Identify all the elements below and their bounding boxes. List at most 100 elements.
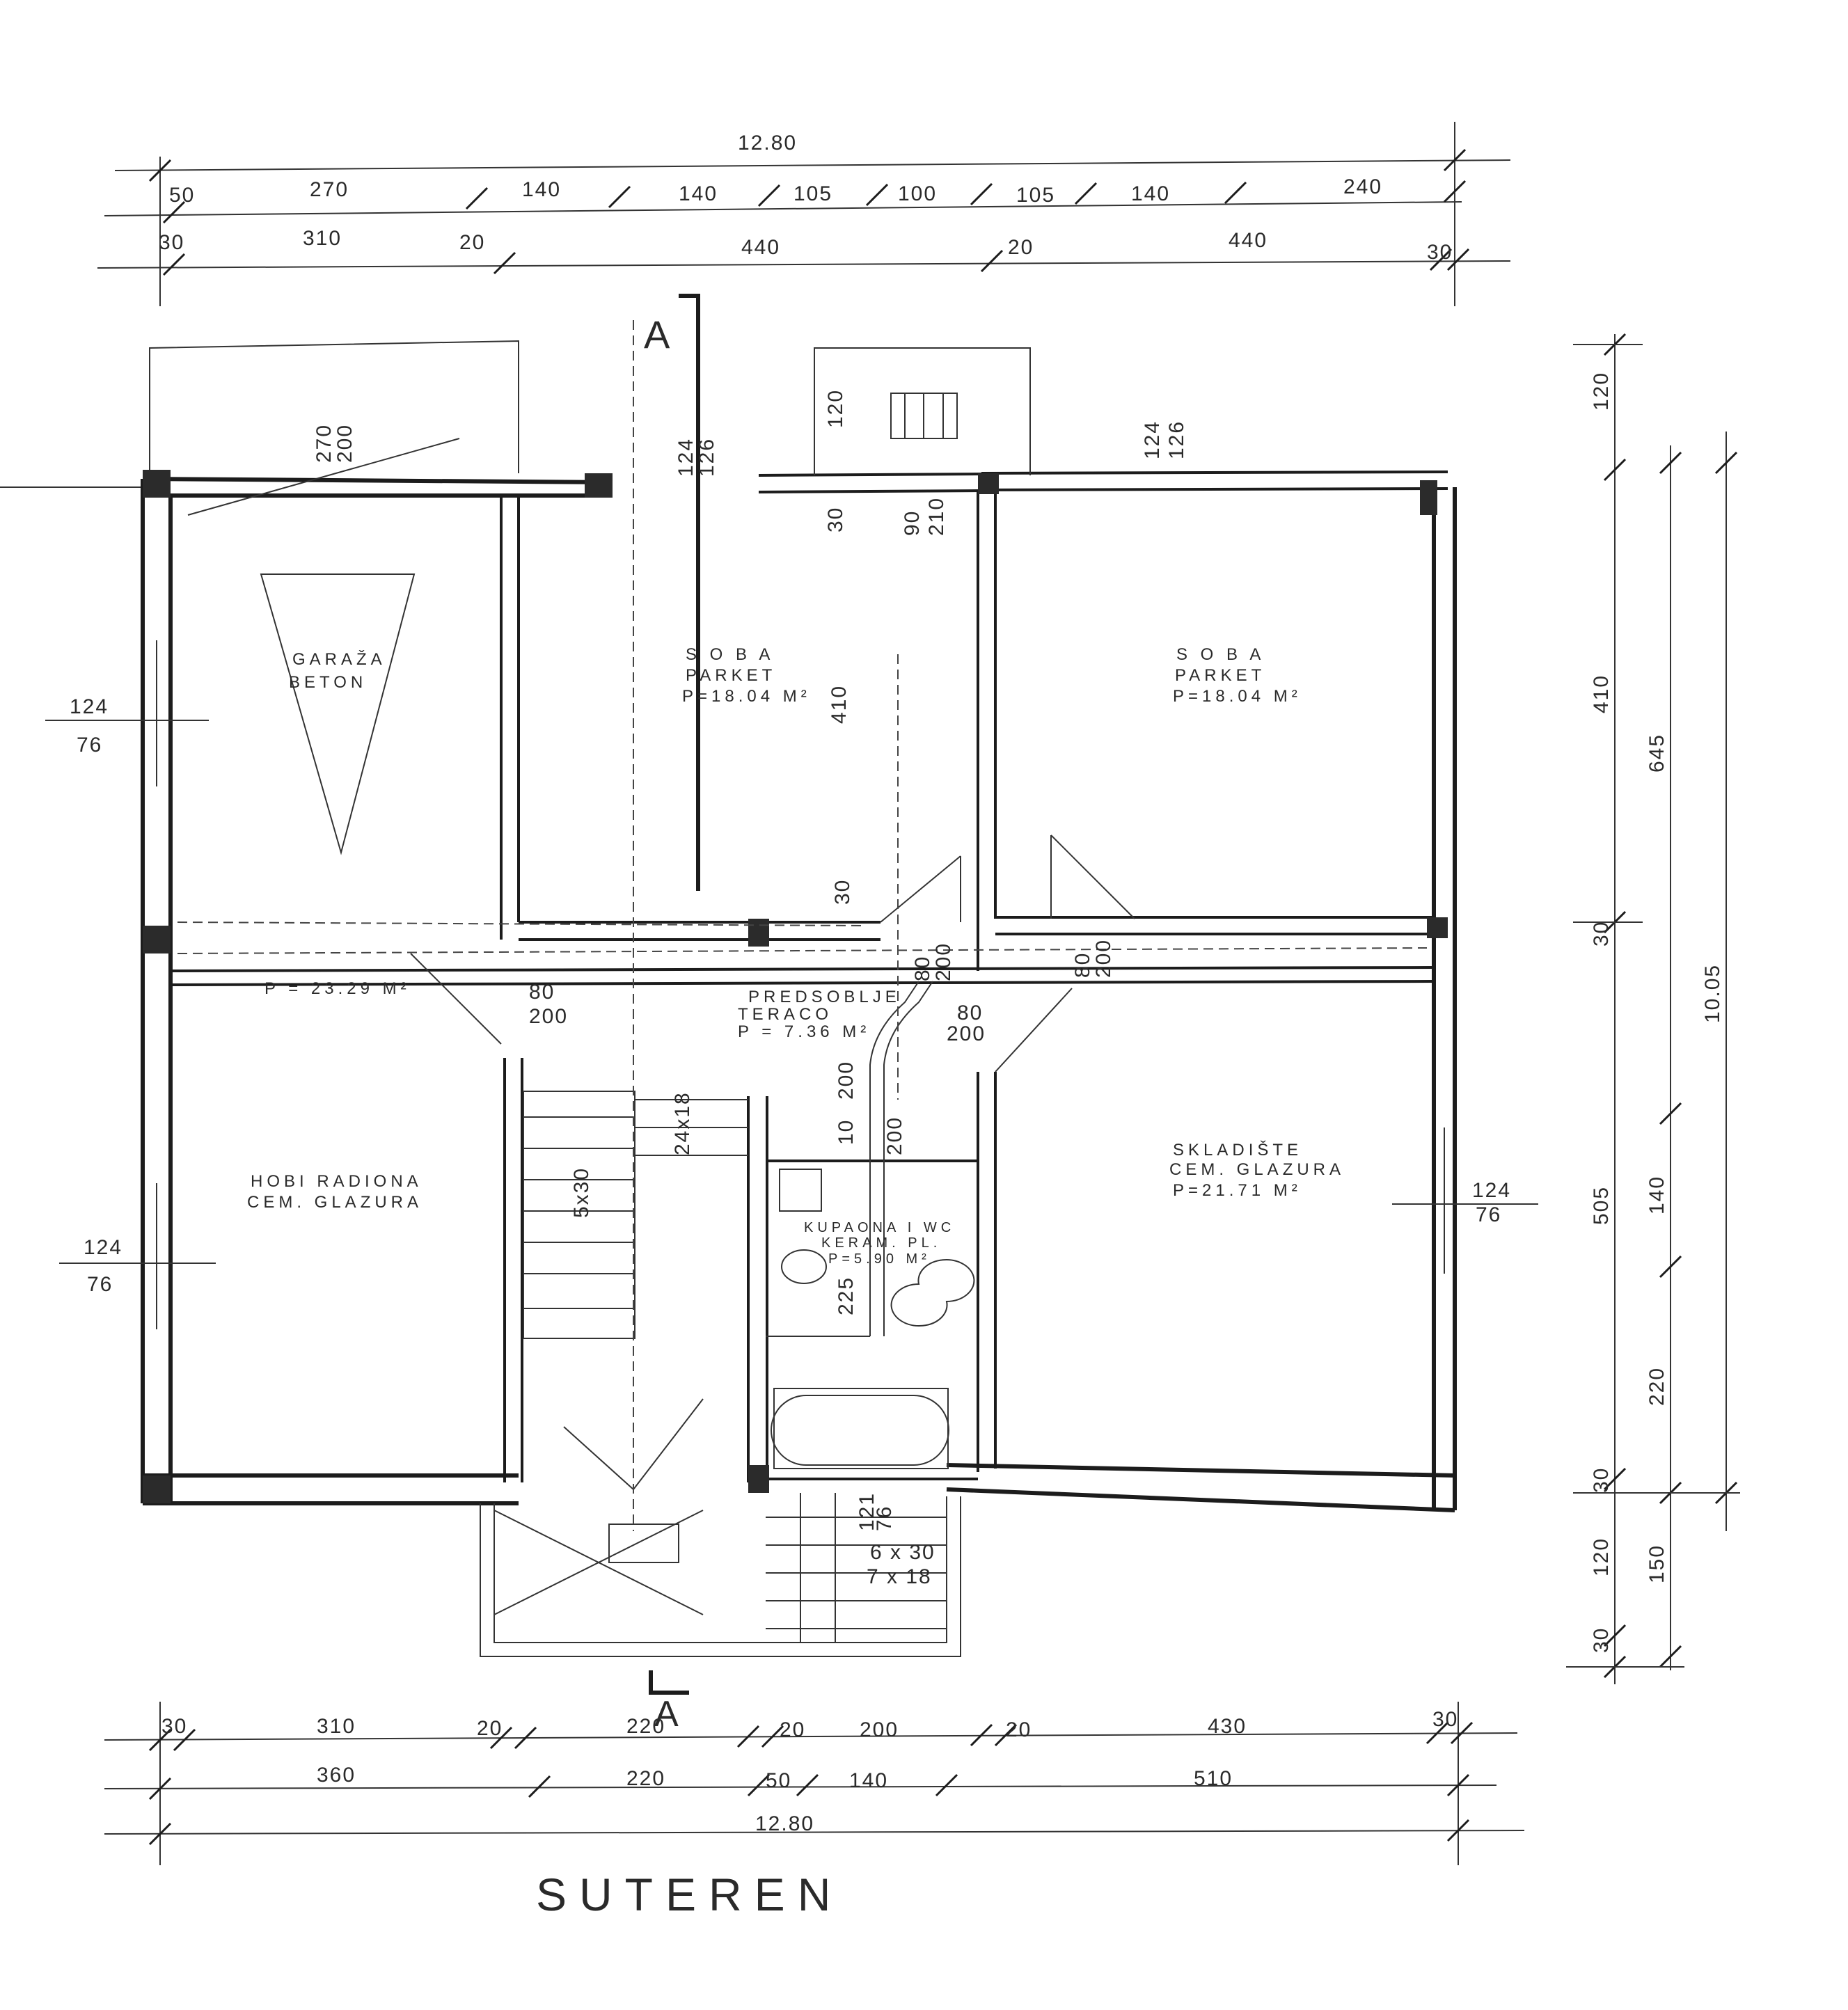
dim-label: 30 <box>1590 1467 1613 1493</box>
annotation: 126 <box>1165 420 1188 459</box>
annotation: 30 <box>824 507 847 532</box>
dim-label: 200 <box>860 1718 899 1741</box>
annotation: 10 <box>835 1119 858 1145</box>
toilet-icon <box>781 1249 827 1284</box>
section-marker-bottom: A <box>649 1670 689 1734</box>
annotation: 270 <box>313 424 335 463</box>
dim-label: 20 <box>477 1717 503 1740</box>
room-floor: KERAM. PL. <box>821 1235 941 1251</box>
annotation: 7 x 18 <box>867 1565 932 1588</box>
room-name: SKLADIŠTE <box>1173 1140 1302 1160</box>
dim-label: 430 <box>1208 1715 1247 1738</box>
tub-frame <box>773 1388 949 1469</box>
room-soba-left: S O B A PARKET P=18.04 M² <box>682 645 811 706</box>
annotation: 200 <box>1092 939 1115 978</box>
chimney-flue <box>869 981 919 1336</box>
room-predsoblje: PREDSOBLJE TERACO P = 7.36 M² <box>738 988 901 1041</box>
dim-label: 30 <box>1427 241 1453 264</box>
dim-label: 645 <box>1645 734 1668 773</box>
room-name: HOBI RADIONA <box>251 1172 422 1191</box>
dim-label: 30 <box>1432 1708 1458 1731</box>
chimney-flue-inner <box>883 981 933 1336</box>
room-name: GARAŽA <box>292 650 386 669</box>
annotation: 410 <box>828 685 851 724</box>
annotation: 80 <box>1071 952 1094 978</box>
annotation: 6 x 30 <box>870 1541 935 1564</box>
annotation: 80 <box>911 956 934 981</box>
annotation: 76 <box>77 734 102 757</box>
dim-label: 360 <box>317 1764 356 1787</box>
top-dim-row2: 30 310 20 440 20 440 30 <box>159 227 1453 264</box>
dim-label: 410 <box>1590 674 1613 713</box>
annotation: 5x30 <box>570 1167 593 1218</box>
dim-label: 140 <box>679 182 718 205</box>
annotation: 200 <box>835 1061 858 1100</box>
annotation: 200 <box>947 1022 986 1045</box>
annotation: 120 <box>824 389 847 428</box>
annotation: 76 <box>1476 1203 1501 1226</box>
dim-label: 30 <box>159 231 184 254</box>
dim-label: 510 <box>1194 1767 1233 1790</box>
room-hobi: HOBI RADIONA CEM. GLAZURA <box>247 1172 422 1212</box>
annotation: 124 <box>1141 420 1164 459</box>
dim-label: 310 <box>303 227 342 250</box>
section-label: A <box>654 1694 679 1734</box>
dim-label: 105 <box>793 182 832 205</box>
room-name: S O B A <box>686 645 774 664</box>
top-overall-dim: 12.80 <box>738 132 797 155</box>
dim-label: 140 <box>522 178 561 201</box>
dim-label: 20 <box>780 1718 805 1741</box>
dim-label: 140 <box>1131 182 1170 205</box>
room-area: P = 7.36 M² <box>738 1022 870 1041</box>
annotation: 24x18 <box>671 1091 694 1155</box>
dim-label: 505 <box>1590 1186 1613 1225</box>
dim-label: 220 <box>1645 1367 1668 1406</box>
bidet-icon <box>890 1259 975 1327</box>
dim-label: 140 <box>1645 1176 1668 1214</box>
section-marker-top: A <box>644 294 700 891</box>
bathtub-icon <box>771 1395 949 1466</box>
section-label: A <box>644 312 670 356</box>
dim-label: 220 <box>626 1715 665 1738</box>
annotations: 124 76 124 76 124 76 270 200 124 126 124… <box>70 389 1511 1588</box>
room-name: S O B A <box>1176 645 1265 664</box>
bottom-dim-row1: 30 310 20 220 20 200 20 430 30 <box>161 1708 1458 1741</box>
annotation: 225 <box>835 1276 858 1315</box>
dim-label: 120 <box>1590 372 1613 411</box>
room-name: PREDSOBLJE <box>748 988 901 1006</box>
room-area: P = 23.29 M² <box>264 979 411 998</box>
room-skladiste: SKLADIŠTE CEM. GLAZURA P=21.71 M² <box>1169 1140 1341 1200</box>
dim-label: 30 <box>1590 921 1613 947</box>
annotation: 200 <box>883 1116 906 1155</box>
annotation: 124 <box>1472 1179 1511 1202</box>
hidden-lines <box>177 320 1428 1531</box>
annotation: 126 <box>695 438 718 477</box>
room-floor: PARKET <box>686 666 776 685</box>
garage-ramp-symbol <box>260 573 416 855</box>
annotation: 76 <box>873 1505 896 1531</box>
walls <box>0 340 1457 1657</box>
room-garage: GARAŽA BETON P = 23.29 M² <box>264 650 411 998</box>
dim-label: 440 <box>741 236 780 259</box>
annotation: 124 <box>674 438 697 477</box>
dim-label: 100 <box>898 182 937 205</box>
dim-label: 105 <box>1016 184 1055 207</box>
left-windows <box>45 640 1538 1329</box>
annotation: 200 <box>529 1005 568 1028</box>
right-dimension-lines <box>1566 333 1740 1684</box>
right-dim-col2: 645 140 220 150 <box>1645 734 1668 1583</box>
dim-label: 440 <box>1229 229 1267 252</box>
dim-label: 20 <box>1006 1718 1032 1741</box>
annotation: 200 <box>932 942 955 981</box>
room-area: P=18.04 M² <box>682 687 811 706</box>
bottom-dim-row2: 360 220 50 140 510 <box>317 1764 1233 1792</box>
washbasin-icon <box>779 1169 822 1212</box>
annotation: 80 <box>957 1002 983 1024</box>
dim-label: 240 <box>1343 175 1382 198</box>
annotation: 80 <box>529 981 555 1004</box>
top-dimension-lines <box>97 122 1511 306</box>
room-kupaona: KUPAONA I WC KERAM. PL. P=5.90 M² <box>804 1220 951 1267</box>
dim-label: 270 <box>310 178 349 201</box>
room-area: P=18.04 M² <box>1173 687 1302 706</box>
